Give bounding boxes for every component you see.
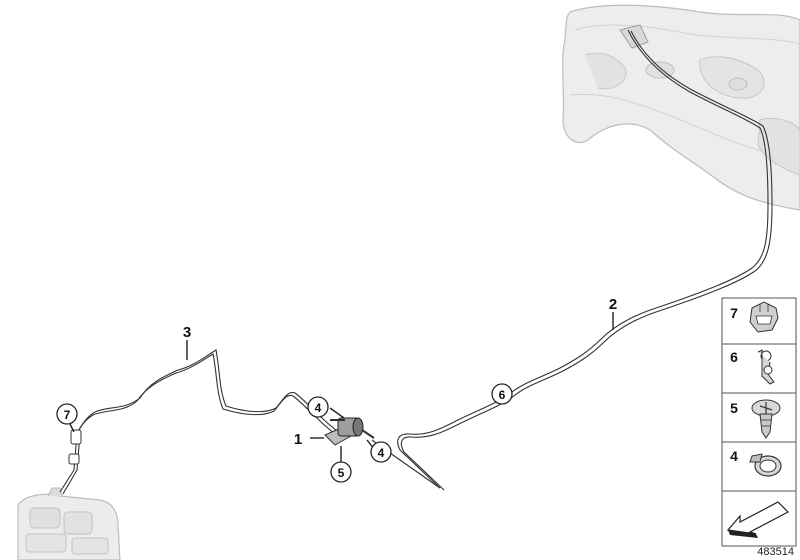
callout-7: 7 (56, 403, 78, 425)
callout-6-label: 6 (499, 388, 506, 402)
diagram-number: 483514 (757, 546, 794, 558)
callout-2: 2 (609, 296, 617, 313)
parts-legend: 7 6 5 (721, 297, 797, 547)
callout-1: 1 (294, 431, 302, 448)
callout-7-label: 7 (64, 408, 71, 422)
expanding-rivet-icon (751, 399, 781, 439)
callout-4-upper: 4 (307, 396, 329, 418)
callout-4-lower: 4 (370, 441, 392, 463)
legend-item-5-number: 5 (730, 400, 738, 416)
callout-5-label: 5 (338, 466, 345, 480)
legend-item-6-number: 6 (730, 349, 738, 365)
filter-component-illustration (17, 487, 121, 560)
legend-item-4-number: 4 (730, 448, 738, 464)
valve-part-1 (324, 417, 375, 446)
line-3-fuel-line (59, 349, 441, 495)
hose-clamp-icon (749, 453, 782, 477)
fuel-tank-illustration (562, 4, 800, 211)
clip-icon (749, 301, 779, 333)
callout-4-lower-label: 4 (378, 446, 385, 460)
line-holder-icon (757, 349, 775, 385)
callout-4-upper-label: 4 (315, 401, 322, 415)
forward-arrow-icon (726, 501, 790, 538)
hose-connector-left (68, 429, 82, 465)
callout-6: 6 (491, 383, 513, 405)
callout-3: 3 (183, 324, 191, 341)
legend-item-5: 5 (730, 399, 781, 439)
legend-item-6: 6 (730, 349, 775, 385)
line-2-fuel-line (397, 29, 773, 491)
legend-item-4: 4 (730, 448, 782, 477)
legend-item-7-number: 7 (730, 305, 738, 321)
legend-item-7: 7 (730, 301, 779, 333)
callout-5: 5 (330, 461, 352, 483)
